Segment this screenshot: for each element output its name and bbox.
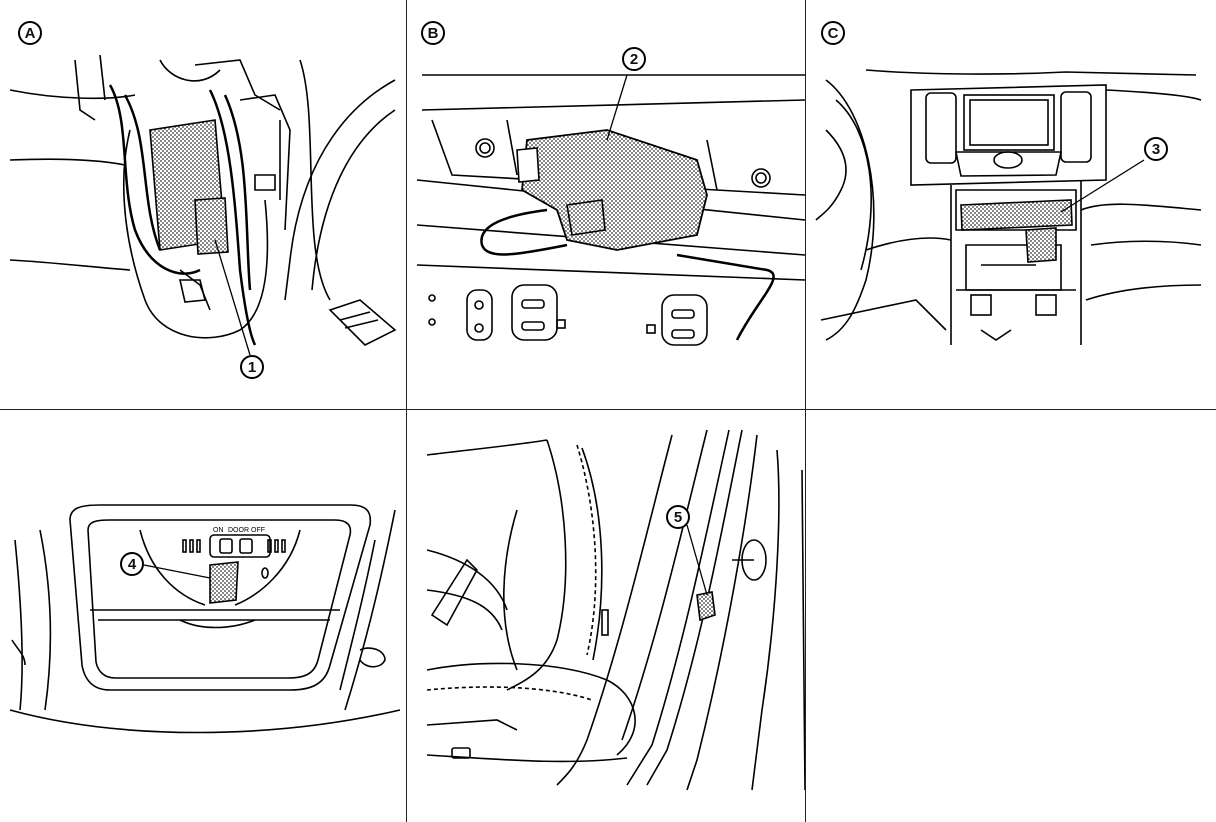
- callout-2: 2: [622, 47, 646, 71]
- callout-1: 1: [240, 355, 264, 379]
- horizontal-divider: [0, 409, 1216, 410]
- panel-b-label: B: [421, 21, 445, 45]
- panel-a-label: A: [18, 21, 42, 45]
- panel-a-drawing: [9, 54, 397, 356]
- panel-b: B 2: [407, 0, 805, 409]
- callout-3: 3: [1144, 137, 1168, 161]
- panel-empty: [806, 410, 1216, 822]
- panel-c-label: C: [821, 21, 845, 45]
- switch-text-off: OFF: [251, 527, 265, 534]
- panel-d: ON DOOR OFF 4: [0, 410, 406, 822]
- callout-4: 4: [120, 552, 144, 576]
- vertical-divider-1: [406, 0, 407, 822]
- panel-e: 5: [407, 410, 805, 822]
- panel-c-drawing: [815, 69, 1202, 345]
- callout-5: 5: [666, 505, 690, 529]
- panel-c: C 3: [806, 0, 1216, 409]
- vertical-divider-2: [805, 0, 806, 822]
- switch-text-door: DOOR: [228, 527, 249, 534]
- panel-e-drawing: [426, 429, 805, 791]
- switch-text-on: ON: [213, 527, 224, 534]
- panel-d-drawing: ON DOOR OFF: [9, 504, 401, 734]
- panel-a: A 1: [0, 0, 406, 409]
- panel-b-drawing: [416, 74, 805, 346]
